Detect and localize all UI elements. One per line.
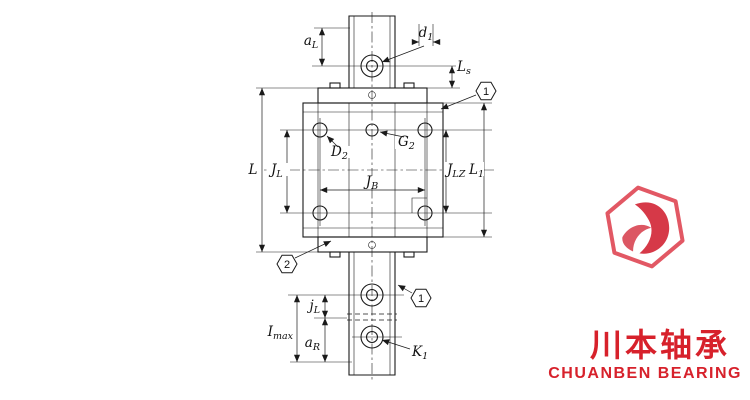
label-JL: JL xyxy=(268,162,283,180)
callout-1-bottom-label: 1 xyxy=(418,293,424,305)
bottom-rail xyxy=(347,251,397,376)
callout-2-label: 2 xyxy=(284,259,290,271)
label-d1: d1 xyxy=(419,25,434,43)
label-JB: JB xyxy=(363,174,378,192)
label-D2: D2 xyxy=(330,144,348,162)
label-Ls: Ls xyxy=(456,59,471,77)
brand-name-chinese: 川本轴承 xyxy=(590,327,730,363)
label-K1: K1 xyxy=(411,344,428,362)
label-jL: jL xyxy=(307,298,321,316)
brand-logo-mark xyxy=(634,202,670,254)
callout-1-bottom: 1 xyxy=(410,288,432,308)
callout-1-top-label: 1 xyxy=(483,86,489,98)
label-JLZ: JLZ xyxy=(444,162,466,180)
brand-logo-swoosh xyxy=(622,225,652,252)
brand-logo xyxy=(605,185,685,269)
label-Imax: Imax xyxy=(267,324,294,342)
leader-lines xyxy=(294,45,477,350)
label-G2: G2 xyxy=(398,134,415,152)
brand-logo-hexagon xyxy=(605,185,685,269)
callout-2: 2 xyxy=(276,254,298,274)
top-rail xyxy=(348,15,396,89)
callout-1-top: 1 xyxy=(475,81,497,101)
label-L: L xyxy=(248,162,258,178)
dimension-labels: aL d1 Ls L JL D2 G2 JB JLZ L1 jL Imax aR… xyxy=(248,25,485,362)
label-aL: aL xyxy=(304,33,318,51)
dimension-lines xyxy=(258,28,488,362)
label-L1: L1 xyxy=(468,162,484,180)
brand-name-english: CHUANBEN BEARING xyxy=(548,365,742,382)
label-aR: aR xyxy=(305,335,320,353)
label-masks xyxy=(245,136,484,188)
